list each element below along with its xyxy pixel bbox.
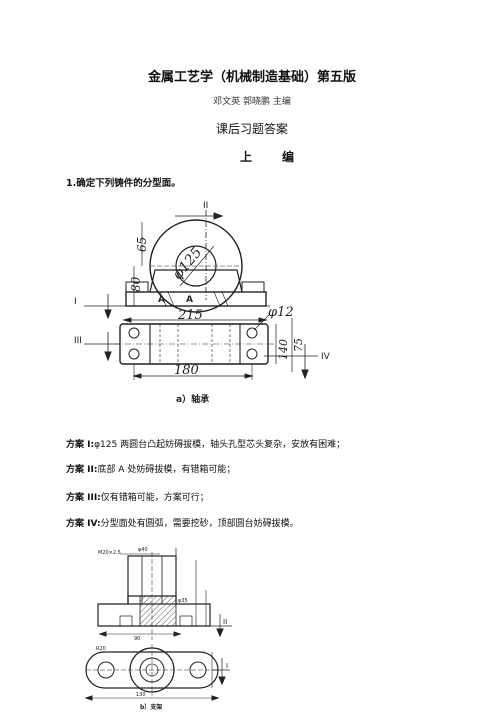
dim-90: 90 <box>134 636 140 642</box>
label-b-II: II <box>223 618 227 626</box>
document-title: 金属工艺学（机械制造基础）第五版 <box>147 70 356 85</box>
dim-phi12: φ12 <box>268 305 294 320</box>
dim-m20: M20×2.5 <box>98 550 121 556</box>
solution-2: 方案 II:底部 A 处妨碍拔模，有错箱可能； <box>66 462 235 475</box>
dim-180: 180 <box>174 363 199 378</box>
dim-75: 75 <box>292 338 305 352</box>
solution-3: 方案 III:仅有错箱可能，方案可行； <box>66 490 209 503</box>
question-1: 1.确定下列铸件的分型面。 <box>66 178 181 189</box>
figure-b-caption: b）支架 <box>140 703 162 711</box>
solution-3-text: 仅有错箱可能，方案可行； <box>100 493 209 503</box>
solution-4: 方案 IV:分型面处有圆弧，需要挖砂，顶部圆台妨碍拔模。 <box>66 516 299 529</box>
document-subtitle: 课后习题答案 <box>215 122 288 136</box>
solution-1-label: 方案 I: <box>66 440 95 450</box>
solution-2-label: 方案 II: <box>66 465 98 475</box>
dim-phi35: φ35 <box>178 598 188 604</box>
label-b-I: I <box>226 662 228 670</box>
dim-80: 80 <box>129 276 143 292</box>
solution-3-label: 方案 III: <box>66 493 101 503</box>
section-label-A2: A <box>186 295 193 305</box>
dim-65: 65 <box>135 237 149 252</box>
authors-line: 邓文英 郭晓鹏 主编 <box>213 97 291 107</box>
dim-r20: R20 <box>96 646 106 652</box>
solution-2-text: 底部 A 处妨碍拔模，有错箱可能； <box>97 465 236 475</box>
solution-1: 方案 I:φ125 两圆台凸起妨碍拔模，轴头孔型芯头复杂，安放有困难； <box>66 437 345 450</box>
solution-4-label: 方案 IV: <box>66 519 101 529</box>
dim-phi40: φ40 <box>138 547 148 553</box>
dim-130: 130 <box>136 692 146 698</box>
label-IV: IV <box>321 352 331 362</box>
figure-a-caption: a）轴承 <box>176 393 209 405</box>
part-heading: 上编 <box>239 150 324 164</box>
label-I: I <box>74 297 77 307</box>
solution-1-text: φ125 两圆台凸起妨碍拔模，轴头孔型芯头复杂，安放有困难； <box>94 440 346 450</box>
label-III: III <box>74 336 82 346</box>
label-II: II <box>203 201 208 211</box>
solution-4-text: 分型面处有圆弧，需要挖砂，顶部圆台妨碍拔模。 <box>100 519 299 529</box>
section-label-A1: A <box>158 295 165 305</box>
dim-140: 140 <box>277 339 290 360</box>
dim-215: 215 <box>177 308 203 323</box>
